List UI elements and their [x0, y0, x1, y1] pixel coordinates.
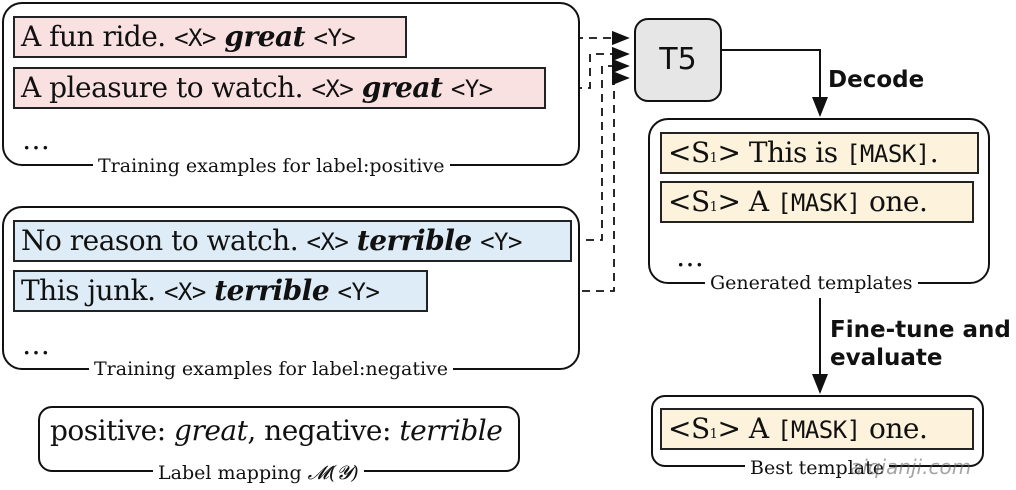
y-token: <Y>	[313, 24, 356, 52]
dashed-arrow-4	[428, 70, 630, 292]
mapping-symbol: 𝓜(𝓨)	[307, 462, 359, 484]
positive-example-1: A fun ride. <X> great <Y>	[13, 16, 407, 58]
watermark: aiqianji.com	[850, 455, 972, 479]
decode-arrow	[722, 49, 828, 117]
x-token: <X>	[311, 75, 354, 103]
decode-label: Decode	[828, 67, 925, 93]
x-token: <X>	[163, 278, 206, 306]
y-token: <Y>	[450, 75, 493, 103]
negative-example-2: This junk. <X> terrible <Y>	[13, 270, 428, 312]
positive-ellipsis: …	[22, 123, 50, 156]
mask-token: [MASK]	[776, 189, 861, 217]
positive-caption: Training examples for label:positive	[93, 155, 450, 177]
best-template: <S1> A [MASK] one.	[660, 408, 974, 450]
dashed-arrow-3	[572, 58, 630, 241]
example-text: No reason to watch.	[21, 224, 307, 257]
x-token: <X>	[174, 24, 216, 52]
example-text: This junk.	[21, 274, 164, 307]
generated-caption: Generated templates	[705, 272, 918, 294]
generated-template-2: <S1> A [MASK] one.	[660, 181, 974, 223]
label-word: terrible	[356, 224, 472, 257]
y-token: <Y>	[337, 278, 380, 306]
label-word: great	[361, 71, 443, 104]
negative-example-1: No reason to watch. <X> terrible <Y>	[13, 220, 572, 262]
example-text: A fun ride.	[21, 20, 175, 53]
finetune-label: Fine-tune and evaluate	[830, 317, 1011, 371]
example-text: A pleasure to watch.	[21, 71, 312, 104]
label-mapping-caption: Label mapping 𝓜(𝓨)	[153, 462, 364, 484]
mask-token: [MASK]	[776, 416, 861, 444]
label-mapping-panel	[38, 406, 520, 472]
y-token: <Y>	[480, 228, 522, 256]
negative-word: terrible	[399, 414, 503, 447]
label-word: terrible	[214, 274, 330, 307]
best-template-caption: Best template	[745, 457, 889, 479]
label-mapping-text: positive: great, negative: terrible	[50, 414, 503, 447]
mask-token: [MASK]	[845, 140, 930, 168]
label-word: great	[224, 20, 306, 53]
negative-caption: Training examples for label:negative	[89, 358, 454, 380]
t5-model-box: T5	[634, 18, 722, 102]
generated-template-1: <S1> This is [MASK].	[660, 132, 979, 174]
x-token: <X>	[306, 228, 349, 256]
positive-example-2: A pleasure to watch. <X> great <Y>	[13, 67, 546, 109]
generated-ellipsis: …	[676, 240, 704, 273]
positive-word: great	[174, 414, 248, 447]
negative-ellipsis: …	[22, 328, 50, 361]
